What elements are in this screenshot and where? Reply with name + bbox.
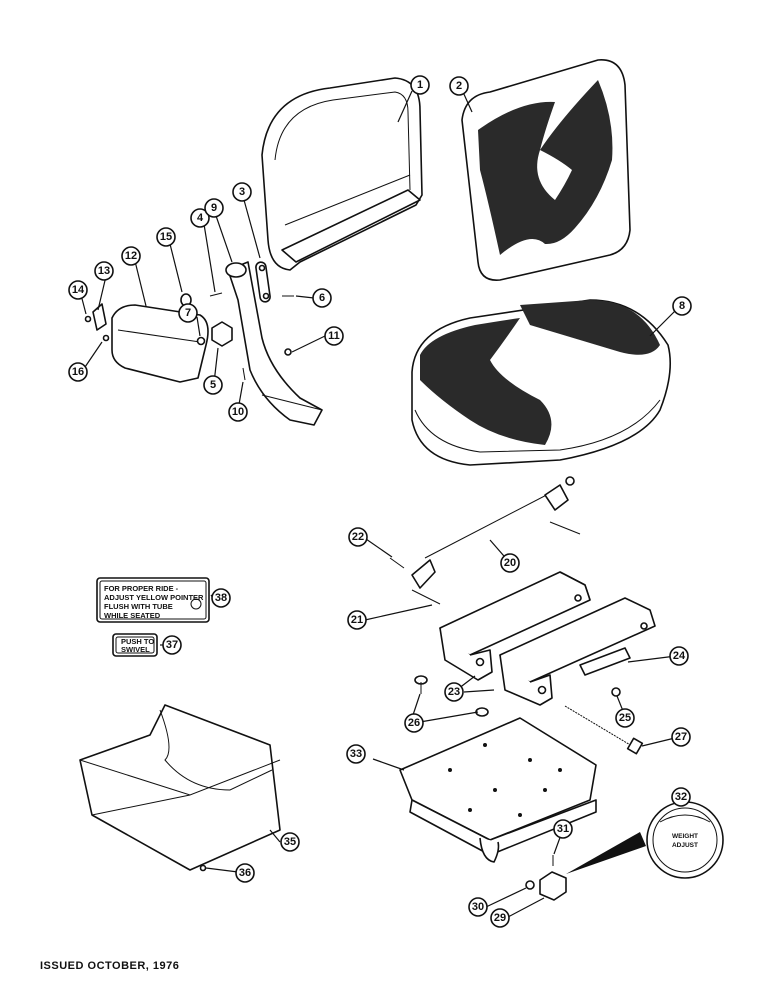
knob xyxy=(211,321,233,347)
callout-16: 16 xyxy=(68,362,88,382)
callout-35: 35 xyxy=(280,832,300,852)
svg-text:WHILE SEATED: WHILE SEATED xyxy=(104,611,161,620)
svg-text:30: 30 xyxy=(472,901,484,913)
callout-38: 38 xyxy=(211,588,231,608)
callout-8: 8 xyxy=(672,296,692,316)
svg-text:23: 23 xyxy=(448,686,460,698)
svg-text:9: 9 xyxy=(211,202,217,214)
callout-20: 20 xyxy=(500,553,520,573)
svg-text:FLUSH WITH TUBE: FLUSH WITH TUBE xyxy=(104,602,173,611)
svg-text:29: 29 xyxy=(494,912,506,924)
svg-text:26: 26 xyxy=(408,717,420,729)
callout-22: 22 xyxy=(348,527,368,547)
svg-text:24: 24 xyxy=(673,650,686,662)
armrest-bracket xyxy=(225,261,323,426)
callout-10: 10 xyxy=(228,402,248,422)
svg-text:PUSH TO: PUSH TO xyxy=(121,637,154,646)
base-plate xyxy=(399,717,597,863)
backrest-frame xyxy=(261,77,423,271)
callout-27: 27 xyxy=(671,727,691,747)
svg-text:31: 31 xyxy=(557,823,569,835)
svg-text:FOR PROPER RIDE -: FOR PROPER RIDE - xyxy=(104,584,179,593)
svg-text:36: 36 xyxy=(239,867,251,879)
backrest-cushion xyxy=(461,59,631,281)
callout-9: 9 xyxy=(204,198,224,218)
svg-text:10: 10 xyxy=(232,406,244,418)
small-hardware xyxy=(84,292,294,381)
callout-21: 21 xyxy=(347,610,367,630)
svg-text:16: 16 xyxy=(72,366,84,378)
svg-text:35: 35 xyxy=(284,836,296,848)
link-plate xyxy=(255,261,271,303)
proper-ride-decal: FOR PROPER RIDE - ADJUST YELLOW POINTER … xyxy=(96,577,210,623)
callout-33: 33 xyxy=(346,744,366,764)
callout-14: 14 xyxy=(68,280,88,300)
weight-adjust-knob xyxy=(525,832,646,901)
svg-text:7: 7 xyxy=(185,307,191,319)
callout-30: 30 xyxy=(468,897,488,917)
rod-assembly xyxy=(411,476,581,605)
callout-11: 11 xyxy=(324,326,344,346)
svg-text:1: 1 xyxy=(417,79,423,91)
svg-text:11: 11 xyxy=(328,330,340,342)
armrest-pad xyxy=(111,304,209,383)
callout-2: 2 xyxy=(449,76,469,96)
callout-29: 29 xyxy=(490,908,510,928)
svg-text:5: 5 xyxy=(210,379,216,391)
svg-text:37: 37 xyxy=(166,639,178,651)
weight-adjust-dial: WEIGHT ADJUST xyxy=(646,801,724,879)
svg-text:33: 33 xyxy=(350,748,362,760)
callout-5: 5 xyxy=(203,375,223,395)
svg-text:6: 6 xyxy=(319,292,325,304)
issued-date: ISSUED OCTOBER, 1976 xyxy=(40,960,180,972)
callout-6: 6 xyxy=(312,288,332,308)
svg-text:4: 4 xyxy=(197,212,204,224)
callout-37: 37 xyxy=(162,635,182,655)
svg-text:13: 13 xyxy=(98,265,110,277)
svg-text:20: 20 xyxy=(504,557,516,569)
callout-7: 7 xyxy=(178,303,198,323)
callout-1: 1 xyxy=(410,75,430,95)
svg-text:15: 15 xyxy=(160,231,172,243)
svg-text:ADJUST: ADJUST xyxy=(672,842,698,849)
svg-text:27: 27 xyxy=(675,731,687,743)
svg-text:22: 22 xyxy=(352,531,364,543)
svg-text:21: 21 xyxy=(351,614,363,626)
seat-cushion xyxy=(411,299,672,466)
callout-13: 13 xyxy=(94,261,114,281)
callout-4: 4 xyxy=(190,208,210,228)
callout-3: 3 xyxy=(232,182,252,202)
svg-text:25: 25 xyxy=(619,712,631,724)
seat-rail-brackets xyxy=(439,571,656,706)
adjusting-screw xyxy=(414,675,644,755)
svg-text:14: 14 xyxy=(72,284,85,296)
callout-31: 31 xyxy=(553,819,573,839)
callout-23: 23 xyxy=(444,682,464,702)
svg-text:8: 8 xyxy=(679,300,685,312)
svg-text:3: 3 xyxy=(239,186,245,198)
callout-26: 26 xyxy=(404,713,424,733)
spring-pin xyxy=(389,557,405,569)
callout-12: 12 xyxy=(121,246,141,266)
svg-text:32: 32 xyxy=(675,791,687,803)
svg-text:WEIGHT: WEIGHT xyxy=(672,833,698,840)
callout-32: 32 xyxy=(671,787,691,807)
svg-text:12: 12 xyxy=(125,250,137,262)
callout-36: 36 xyxy=(235,863,255,883)
push-to-swivel-decal: PUSH TO SWIVEL xyxy=(112,633,158,657)
svg-text:SWIVEL: SWIVEL xyxy=(121,645,150,654)
callout-24: 24 xyxy=(669,646,689,666)
svg-text:ADJUST YELLOW POINTER: ADJUST YELLOW POINTER xyxy=(104,593,204,602)
svg-text:38: 38 xyxy=(215,592,227,604)
link-bar xyxy=(579,647,631,697)
svg-text:2: 2 xyxy=(456,80,462,92)
callout-25: 25 xyxy=(615,708,635,728)
callout-15: 15 xyxy=(156,227,176,247)
seat-pan xyxy=(79,704,281,872)
